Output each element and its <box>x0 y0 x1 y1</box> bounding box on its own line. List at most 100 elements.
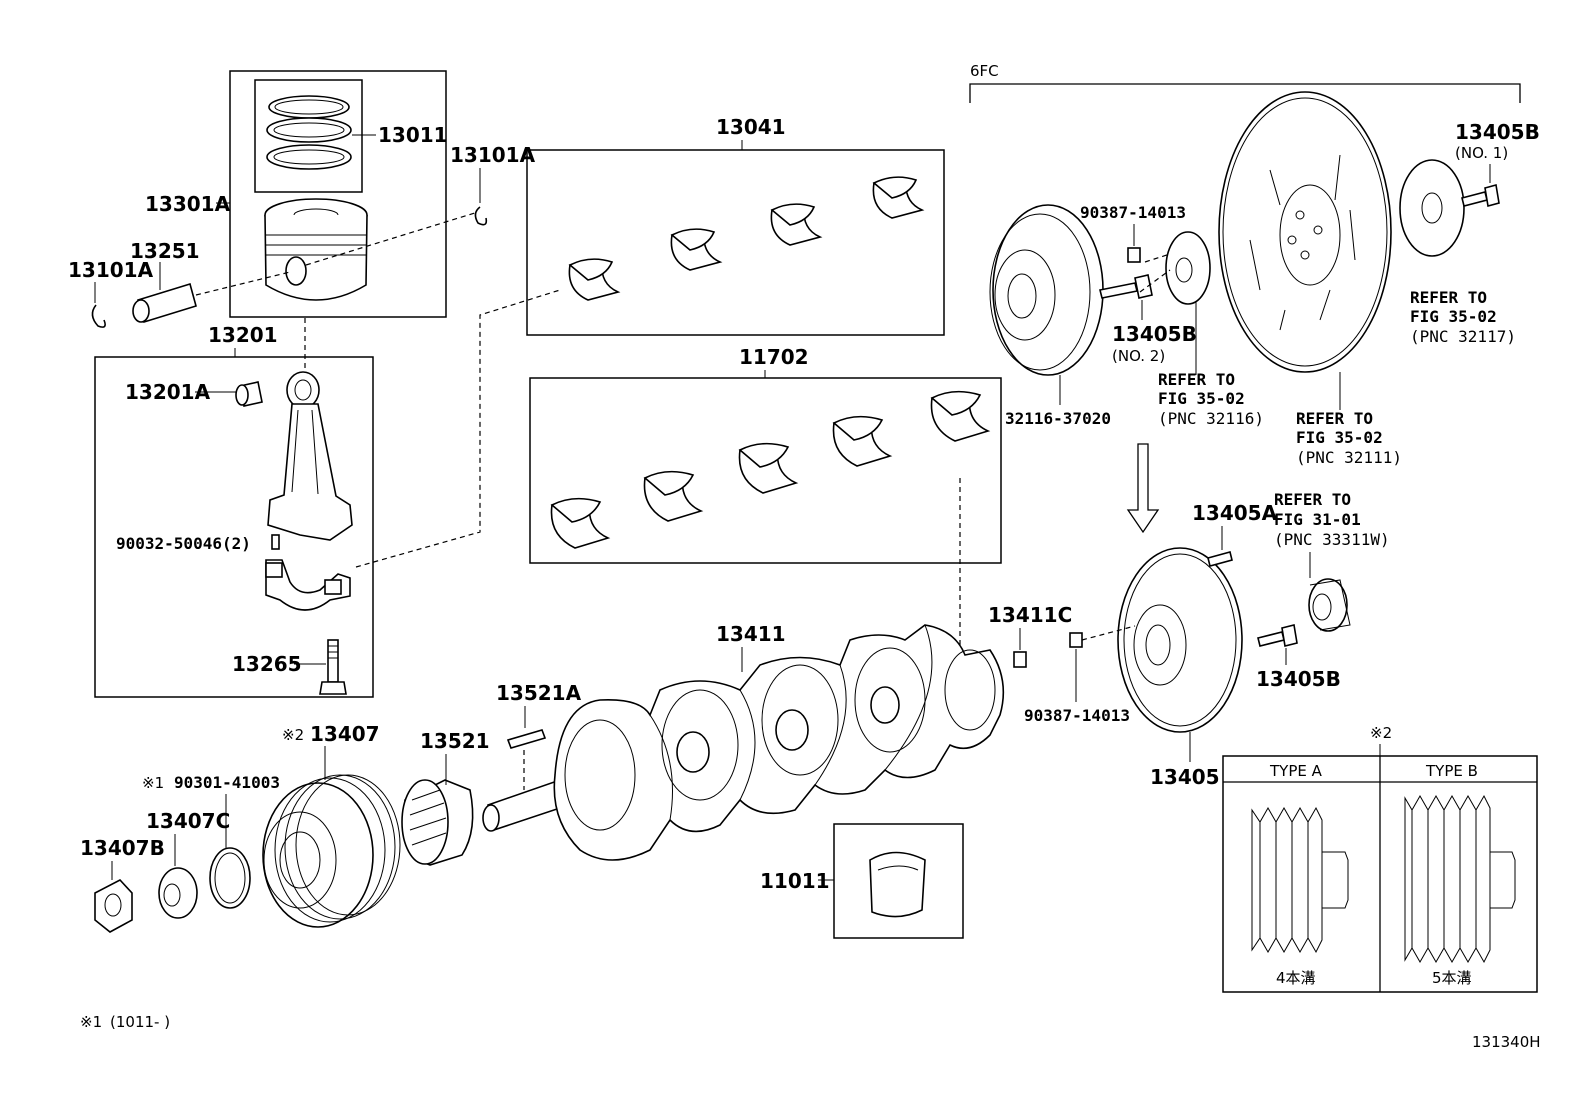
connecting-rod-cap[interactable] <box>265 559 351 611</box>
ref1-line3: (PNC 32117) <box>1410 327 1516 346</box>
bearing-box-11702 <box>529 377 1002 564</box>
ref3-line3: (PNC 32111) <box>1296 448 1402 467</box>
label-13101A-left: 13101A <box>68 258 154 282</box>
label-13405B-bottom: 13405B <box>1256 667 1341 691</box>
pin-13405A[interactable] <box>1207 551 1233 567</box>
bearing-shell[interactable] <box>770 203 823 246</box>
ref3-line1: REFER TO <box>1296 409 1373 428</box>
label-11702: 11702 <box>739 345 809 369</box>
bearing-shell[interactable] <box>930 390 991 442</box>
piston-rings-13011[interactable] <box>266 95 352 170</box>
bearing-set-11702: 11702 <box>529 345 1002 655</box>
type-b-header: TYPE B <box>1425 762 1478 780</box>
type-a-pulley-icon <box>1251 806 1349 954</box>
label-13201A: 13201A <box>125 380 211 404</box>
drive-plate-32116[interactable] <box>989 204 1104 376</box>
label-6FC: 6FC <box>970 62 999 80</box>
label-13251: 13251 <box>130 239 200 263</box>
ref2-line2: FIG 35-02 <box>1158 389 1245 408</box>
crankshaft-13411[interactable]: 13411 <box>482 622 1005 861</box>
type-a-desc: 4本溝 <box>1276 969 1316 987</box>
ref4-line1: REFER TO <box>1274 490 1351 509</box>
label-13101A-top: 13101A <box>450 143 536 167</box>
flex-plate-32111[interactable] <box>1218 91 1392 373</box>
timing-gear-13521[interactable] <box>401 779 474 866</box>
bearing-set-13041: 13041 <box>526 115 945 336</box>
bearing-shell[interactable] <box>872 176 925 219</box>
type-table-mark: ※2 <box>1370 724 1392 742</box>
label-13201: 13201 <box>208 323 278 347</box>
label-90387-top: 90387-14013 <box>1080 203 1186 222</box>
label-13405B-no1: 13405B <box>1455 120 1540 144</box>
type-b-desc: 5本溝 <box>1432 969 1472 987</box>
spacer-13407C[interactable] <box>158 867 198 919</box>
label-13407C: 13407C <box>146 809 230 833</box>
piston-pin-13251[interactable] <box>132 282 197 324</box>
bushing-13411C[interactable] <box>1013 651 1027 668</box>
snap-ring-left[interactable] <box>91 304 106 328</box>
bolt-13405B-bottom[interactable] <box>1257 624 1298 647</box>
bearing-shell[interactable] <box>738 442 799 494</box>
label-13407B: 13407B <box>80 836 165 860</box>
ref3-line2: FIG 35-02 <box>1296 428 1383 447</box>
label-13301A: 13301A <box>145 192 231 216</box>
label-13521: 13521 <box>420 729 490 753</box>
key-13521A[interactable] <box>506 729 547 749</box>
ref1-line2: FIG 35-02 <box>1410 307 1497 326</box>
nut-13407B[interactable] <box>94 879 133 933</box>
thrust-washer-box <box>833 823 964 939</box>
piston-assembly-box <box>229 70 447 318</box>
bolt-13405B-no1[interactable] <box>1461 183 1500 208</box>
thrust-washer-11011[interactable] <box>869 851 926 918</box>
bearing-shell[interactable] <box>568 258 621 301</box>
label-11011: 11011 <box>760 869 830 893</box>
piston[interactable] <box>264 198 368 301</box>
bushing-90387-top[interactable] <box>1127 247 1141 263</box>
snap-ring-right[interactable] <box>474 206 488 226</box>
retainer-plate[interactable] <box>1399 159 1465 257</box>
six-fc-group: 6FC 32116-37020 90387-14013 13405B (NO. … <box>969 62 1540 467</box>
label-90387-bottom: 90387-14013 <box>1024 706 1130 725</box>
piston-group: 13011 13301A 13251 13101A <box>68 70 536 328</box>
ref1-line1: REFER TO <box>1410 288 1487 307</box>
bearing-shell[interactable] <box>832 415 893 467</box>
flywheel-13405[interactable] <box>1117 547 1243 733</box>
type-a-header: TYPE A <box>1269 762 1323 780</box>
label-13405A: 13405A <box>1192 501 1278 525</box>
bolt-13405B-no2[interactable] <box>1099 274 1153 299</box>
ref2-line3: (PNC 32116) <box>1158 409 1264 428</box>
label-90032-50046: 90032-50046(2) <box>116 534 251 553</box>
bearing-shell[interactable] <box>643 470 704 522</box>
o-ring-90301[interactable] <box>209 847 251 909</box>
bearing-box-13041 <box>526 149 945 336</box>
label-13407: 13407 <box>310 722 380 746</box>
diagram-id: 131340H <box>1472 1033 1541 1051</box>
rod-bushing-13201A[interactable] <box>235 381 263 407</box>
down-arrow-icon <box>1126 443 1160 534</box>
pulley-type-table: ※2 TYPE A TYPE B 4本溝 5本溝 <box>1222 724 1538 993</box>
label-13411: 13411 <box>716 622 786 646</box>
bearing-shell[interactable] <box>550 497 611 549</box>
connecting-rod[interactable] <box>267 371 353 541</box>
label-13011: 13011 <box>378 123 448 147</box>
plate-32116-ref[interactable] <box>1165 231 1211 305</box>
label-no2: (NO. 2) <box>1112 347 1165 365</box>
pilot-bearing-33311W[interactable] <box>1308 578 1351 632</box>
rod-bolt-13265[interactable] <box>319 639 347 695</box>
label-13521A: 13521A <box>496 681 582 705</box>
label-13411C: 13411C <box>988 603 1072 627</box>
ref4-line2: FIG 31-01 <box>1274 510 1361 529</box>
label-13041: 13041 <box>716 115 786 139</box>
dowel-90032[interactable] <box>271 534 280 550</box>
mark-13407: ※2 <box>282 726 304 744</box>
piston-ring-box <box>254 79 363 193</box>
ref4-line3: (PNC 33311W) <box>1274 530 1390 549</box>
bushing-90387-bottom[interactable] <box>1069 632 1083 648</box>
label-90301-41003: 90301-41003 <box>174 773 280 792</box>
footnote-mark: ※1 <box>80 1013 102 1031</box>
label-13405: 13405 <box>1150 765 1220 789</box>
bearing-shell[interactable] <box>670 228 723 271</box>
mark-90301: ※1 <box>142 774 164 792</box>
crankshaft-pulley-13407[interactable] <box>262 774 401 928</box>
